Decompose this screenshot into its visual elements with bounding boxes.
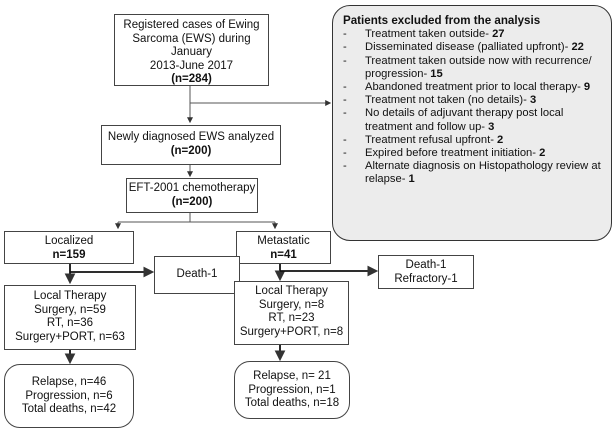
registered-count: (n=284) bbox=[171, 73, 212, 85]
excluded-title: Patients excluded from the analysis bbox=[343, 14, 541, 27]
registered-line-1: Registered cases of Ewing bbox=[123, 19, 260, 31]
excluded-item: Alternate diagnosis on Histopathology re… bbox=[343, 160, 603, 186]
excluded-list: Treatment taken outside- 27 Disseminated… bbox=[343, 28, 603, 186]
metastatic-label: Metastatic bbox=[257, 235, 310, 247]
local-therapy-localized-surgery: Surgery, n=59 bbox=[34, 303, 106, 316]
local-therapy-metastatic-rt: RT, n=23 bbox=[268, 312, 315, 324]
death-localized-box: Death-1 bbox=[154, 256, 240, 294]
excluded-item: Treatment taken outside- 27 bbox=[343, 28, 603, 41]
local-therapy-metastatic-box: Local Therapy Surgery, n=8 RT, n=23 Surg… bbox=[234, 281, 349, 345]
metastatic-count: n=41 bbox=[270, 248, 297, 261]
metastatic-box: Metastatic n=41 bbox=[236, 231, 331, 264]
outcome-localized-deaths: Total deaths, n=42 bbox=[21, 403, 117, 415]
excluded-item: Treatment refusal upfront- 2 bbox=[343, 134, 603, 147]
chemotherapy-count: (n=200) bbox=[171, 195, 213, 208]
excluded-item: Treatment taken outside now with recurre… bbox=[343, 55, 603, 81]
outcome-metastatic-deaths: Total deaths, n=18 bbox=[244, 397, 340, 409]
newly-diagnosed-label: Newly diagnosed EWS analyzed bbox=[107, 131, 275, 143]
excluded-item: Disseminated disease (palliated upfront)… bbox=[343, 41, 603, 54]
local-therapy-localized-box: Local Therapy Surgery, n=59 RT, n=36 Sur… bbox=[4, 285, 136, 350]
local-therapy-localized-title: Local Therapy bbox=[33, 290, 107, 302]
outcome-metastatic-box: Relapse, n= 21 Progression, n=1 Total de… bbox=[234, 361, 350, 419]
local-therapy-metastatic-title: Local Therapy bbox=[255, 285, 328, 297]
excluded-item: Abandoned treatment prior to local thera… bbox=[343, 81, 603, 94]
newly-diagnosed-box: Newly diagnosed EWS analyzed (n=200) bbox=[101, 125, 281, 165]
registered-line-2: Sarcoma (EWS) during January bbox=[132, 32, 251, 59]
excluded-item: Treatment not taken (no details)- 3 bbox=[343, 94, 603, 107]
local-therapy-metastatic-surgery: Surgery, n=8 bbox=[258, 298, 325, 311]
outcome-localized-box: Relapse, n=46 Progression, n=6 Total dea… bbox=[4, 364, 134, 428]
outcome-localized-relapse: Relapse, n=46 bbox=[31, 376, 107, 388]
refractory-metastatic-label: Refractory-1 bbox=[394, 272, 458, 285]
chemotherapy-box: EFT-2001 chemotherapy (n=200) bbox=[126, 178, 258, 213]
newly-diagnosed-count: (n=200) bbox=[170, 144, 212, 157]
localized-label: Localized bbox=[44, 235, 94, 247]
death-metastatic-label: Death-1 bbox=[405, 259, 447, 271]
excluded-item: No details of adjuvant therapy post loca… bbox=[343, 107, 603, 133]
chemotherapy-label: EFT-2001 chemotherapy bbox=[128, 182, 256, 194]
outcome-metastatic-progression: Progression, n=1 bbox=[248, 383, 336, 396]
local-therapy-localized-rt: RT, n=36 bbox=[46, 317, 94, 329]
registered-line-3: 2013-June 2017 bbox=[149, 59, 234, 72]
localized-count: n=159 bbox=[52, 248, 86, 261]
excluded-patients-box: Patients excluded from the analysis Trea… bbox=[332, 5, 612, 241]
death-localized-label: Death-1 bbox=[176, 268, 218, 280]
localized-box: Localized n=159 bbox=[4, 231, 134, 264]
outcome-metastatic-relapse: Relapse, n= 21 bbox=[253, 370, 331, 382]
registered-cases-box: Registered cases of Ewing Sarcoma (EWS) … bbox=[114, 14, 269, 86]
excluded-item: Expired before treatment initiation- 2 bbox=[343, 147, 603, 160]
local-therapy-metastatic-surgery-port: Surgery+PORT, n=8 bbox=[239, 325, 344, 338]
death-metastatic-box: Death-1 Refractory-1 bbox=[378, 255, 474, 289]
local-therapy-localized-surgery-port: Surgery+PORT, n=63 bbox=[15, 330, 125, 343]
outcome-localized-progression: Progression, n=6 bbox=[25, 389, 113, 402]
